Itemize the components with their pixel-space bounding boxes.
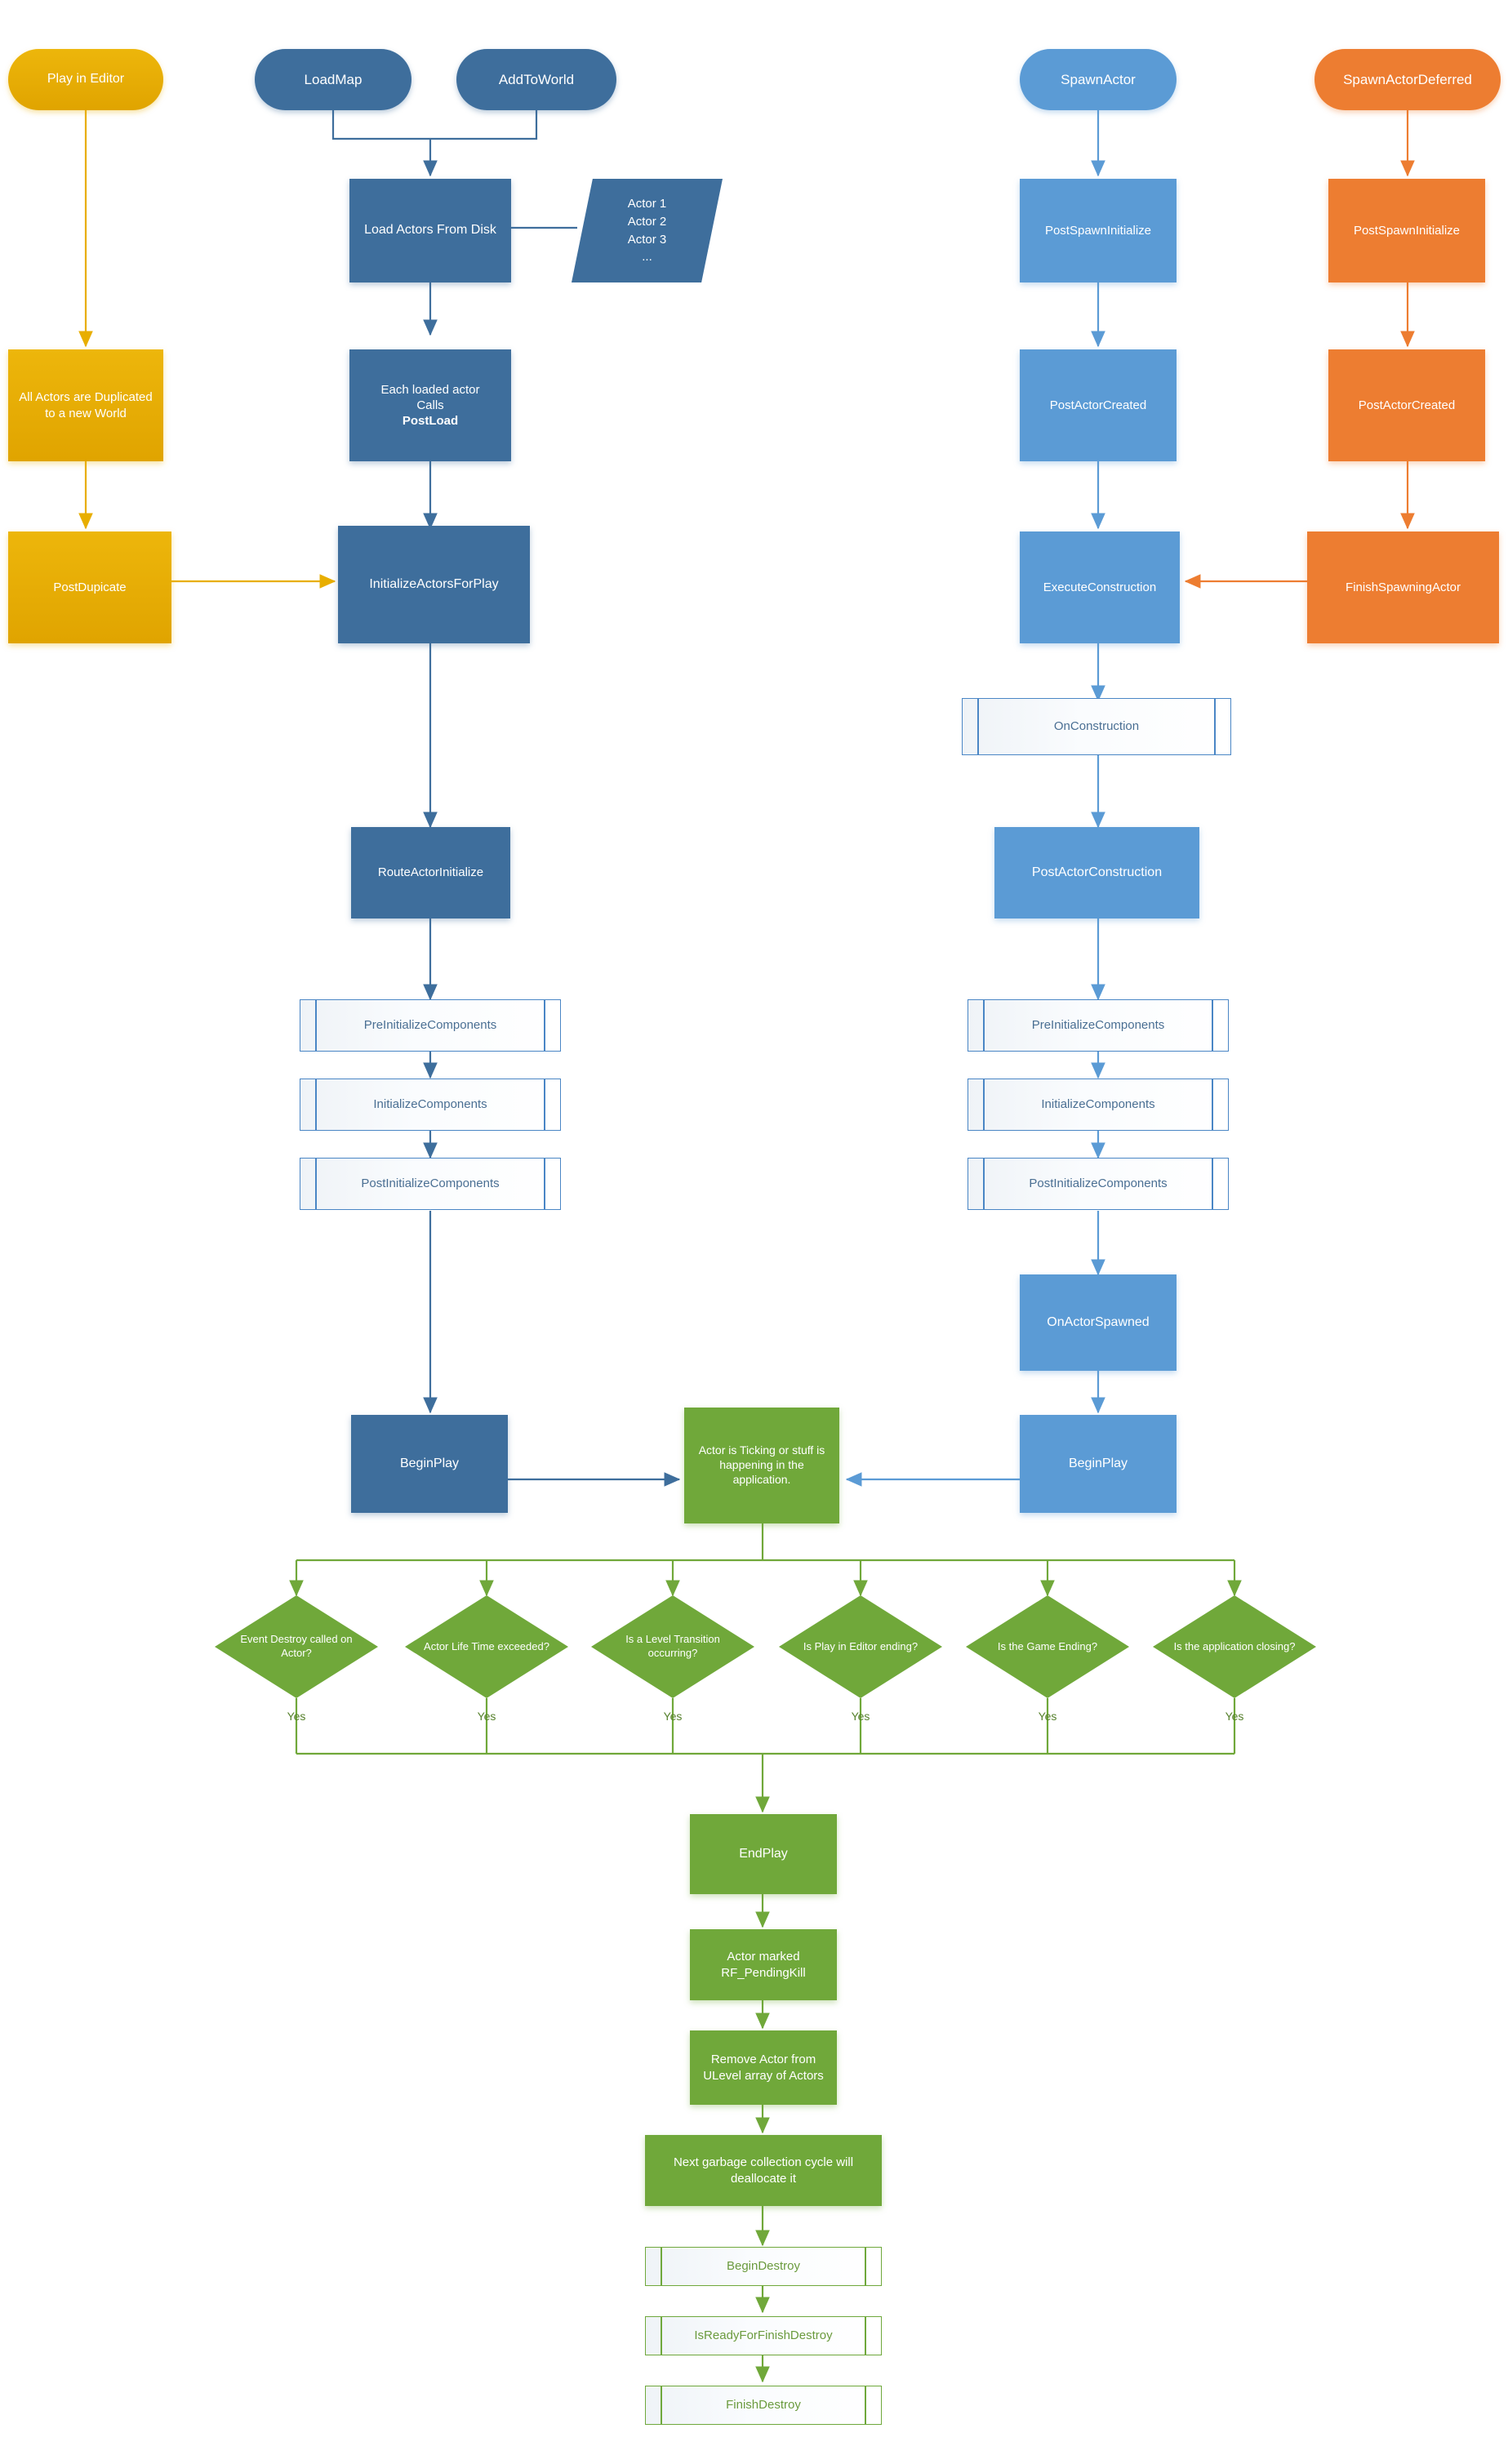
node-post-actor-created-orange[interactable]: PostActorCreated <box>1328 349 1485 461</box>
node-begin-destroy[interactable]: BeginDestroy <box>645 2247 882 2286</box>
node-each-loaded-actor-postload[interactable]: Each loaded actor Calls PostLoad <box>349 349 511 461</box>
node-play-in-editor[interactable]: Play in Editor <box>8 49 163 110</box>
node-on-actor-spawned[interactable]: OnActorSpawned <box>1020 1274 1177 1371</box>
decision-level-transition[interactable]: Is a Level Transition occurring? <box>591 1595 754 1698</box>
decision-yes-label-pie-ending: Yes <box>851 1710 870 1723</box>
node-route-actor-initialize[interactable]: RouteActorInitialize <box>351 827 510 918</box>
node-begin-play-left[interactable]: BeginPlay <box>351 1415 508 1513</box>
decision-yes-label-event-destroy: Yes <box>287 1710 306 1723</box>
node-post-spawn-initialize-orange[interactable]: PostSpawnInitialize <box>1328 179 1485 282</box>
node-actor-marked-pendingkill[interactable]: Actor marked RF_PendingKill <box>690 1929 837 2000</box>
decision-label: Is the application closing? <box>1173 1639 1296 1652</box>
node-actor-list[interactable]: Actor 1 Actor 2 Actor 3 ... <box>572 179 723 282</box>
decision-pie-ending[interactable]: Is Play in Editor ending? <box>779 1595 942 1698</box>
node-pre-initialize-components-left[interactable]: PreInitializeComponents <box>300 999 561 1052</box>
node-all-actors-duplicated[interactable]: All Actors are Duplicated to a new World <box>8 349 163 461</box>
decision-yes-label-level-transition: Yes <box>663 1710 683 1723</box>
node-actor-is-ticking[interactable]: Actor is Ticking or stuff is happening i… <box>684 1408 839 1523</box>
decision-label: Event Destroy called on Actor? <box>240 1633 353 1659</box>
actor-list-line-1: Actor 1 <box>627 197 667 211</box>
node-post-spawn-initialize-blue[interactable]: PostSpawnInitialize <box>1020 179 1177 282</box>
node-load-map[interactable]: LoadMap <box>255 49 411 110</box>
actor-list-line-3: Actor 3 <box>627 232 667 247</box>
node-add-to-world[interactable]: AddToWorld <box>456 49 616 110</box>
node-post-actor-construction[interactable]: PostActorConstruction <box>994 827 1199 918</box>
decision-event-destroy[interactable]: Event Destroy called on Actor? <box>215 1595 378 1698</box>
node-load-actors-from-disk[interactable]: Load Actors From Disk <box>349 179 511 282</box>
actor-list-line-2: Actor 2 <box>627 214 667 229</box>
node-initialize-components-right[interactable]: InitializeComponents <box>968 1079 1229 1131</box>
each-loaded-actor-calls: Calls <box>416 398 444 412</box>
node-is-ready-for-finish-destroy[interactable]: IsReadyForFinishDestroy <box>645 2316 882 2355</box>
node-remove-actor-from-ulevel[interactable]: Remove Actor from ULevel array of Actors <box>690 2030 837 2105</box>
actor-list-ellipsis: ... <box>642 250 652 265</box>
decision-label: Actor Life Time exceeded? <box>424 1639 549 1652</box>
each-loaded-actor-line1: Each loaded actor <box>380 382 480 397</box>
node-execute-construction[interactable]: ExecuteConstruction <box>1020 531 1180 643</box>
node-on-construction[interactable]: OnConstruction <box>962 698 1231 755</box>
decision-actor-life-time[interactable]: Actor Life Time exceeded? <box>405 1595 568 1698</box>
decision-label: Is a Level Transition occurring? <box>625 1633 720 1659</box>
node-initialize-components-left[interactable]: InitializeComponents <box>300 1079 561 1131</box>
decision-yes-label-game-ending: Yes <box>1038 1710 1057 1723</box>
each-loaded-actor-postload-keyword: PostLoad <box>402 414 459 429</box>
node-initialize-actors-for-play[interactable]: InitializeActorsForPlay <box>338 526 530 643</box>
node-post-duplicate[interactable]: PostDupicate <box>8 531 171 643</box>
node-finish-destroy[interactable]: FinishDestroy <box>645 2386 882 2425</box>
node-spawn-actor[interactable]: SpawnActor <box>1020 49 1177 110</box>
decision-application-closing[interactable]: Is the application closing? <box>1153 1595 1316 1698</box>
decision-label: Is the Game Ending? <box>997 1639 1098 1652</box>
node-post-initialize-components-left[interactable]: PostInitializeComponents <box>300 1158 561 1210</box>
node-end-play[interactable]: EndPlay <box>690 1814 837 1894</box>
decision-yes-label-application-closing: Yes <box>1225 1710 1244 1723</box>
node-begin-play-right[interactable]: BeginPlay <box>1020 1415 1177 1513</box>
node-pre-initialize-components-right[interactable]: PreInitializeComponents <box>968 999 1229 1052</box>
node-finish-spawning-actor[interactable]: FinishSpawningActor <box>1307 531 1499 643</box>
decision-yes-label-actor-life-time: Yes <box>477 1710 496 1723</box>
node-spawn-actor-deferred[interactable]: SpawnActorDeferred <box>1314 49 1501 110</box>
decision-game-ending[interactable]: Is the Game Ending? <box>966 1595 1129 1698</box>
node-post-initialize-components-right[interactable]: PostInitializeComponents <box>968 1158 1229 1210</box>
decision-label: Is Play in Editor ending? <box>803 1639 919 1652</box>
node-post-actor-created-blue[interactable]: PostActorCreated <box>1020 349 1177 461</box>
node-next-gc-cycle[interactable]: Next garbage collection cycle will deall… <box>645 2135 882 2206</box>
